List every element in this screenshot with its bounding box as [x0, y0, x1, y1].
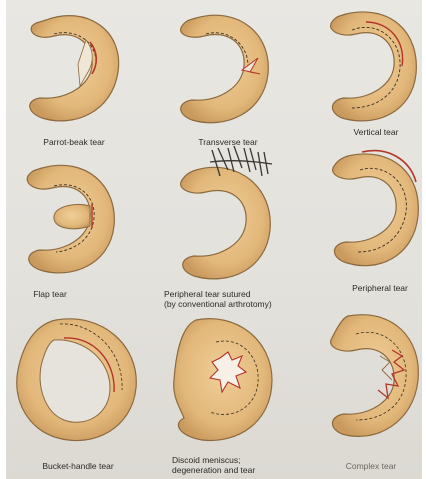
caption-parrot-beak: Parrot-beak tear [43, 137, 104, 147]
caption-sutured-line1: Peripheral tear sutured [164, 289, 250, 299]
caption-flap: Flap tear [33, 289, 67, 299]
sutured-meniscus [181, 146, 272, 279]
meniscus-tears-diagram [6, 0, 422, 479]
caption-transverse: Transverse tear [198, 137, 257, 147]
caption-vertical: Vertical tear [354, 127, 399, 137]
caption-bucket-handle: Bucket-handle tear [42, 461, 113, 471]
vertical-tear-meniscus [331, 12, 417, 121]
discoid-meniscus [174, 319, 272, 441]
peripheral-tear-meniscus [333, 151, 419, 266]
transverse-meniscus [181, 15, 269, 123]
caption-peripheral: Peripheral tear [352, 283, 408, 293]
flap-tear-meniscus [27, 165, 114, 273]
complex-tear-meniscus [331, 315, 419, 437]
caption-sutured-line2: (by conventional arthrotomy) [164, 299, 272, 309]
caption-discoid-line2: degeneration and tear [172, 465, 255, 475]
parrot-beak-meniscus [30, 16, 119, 121]
illustration-sheet: Parrot-beak tear Transverse tear Vertica… [6, 0, 422, 479]
bucket-handle-meniscus [17, 319, 137, 441]
caption-discoid-line1: Discoid meniscus; [172, 455, 241, 465]
caption-complex: Complex tear [346, 461, 397, 471]
